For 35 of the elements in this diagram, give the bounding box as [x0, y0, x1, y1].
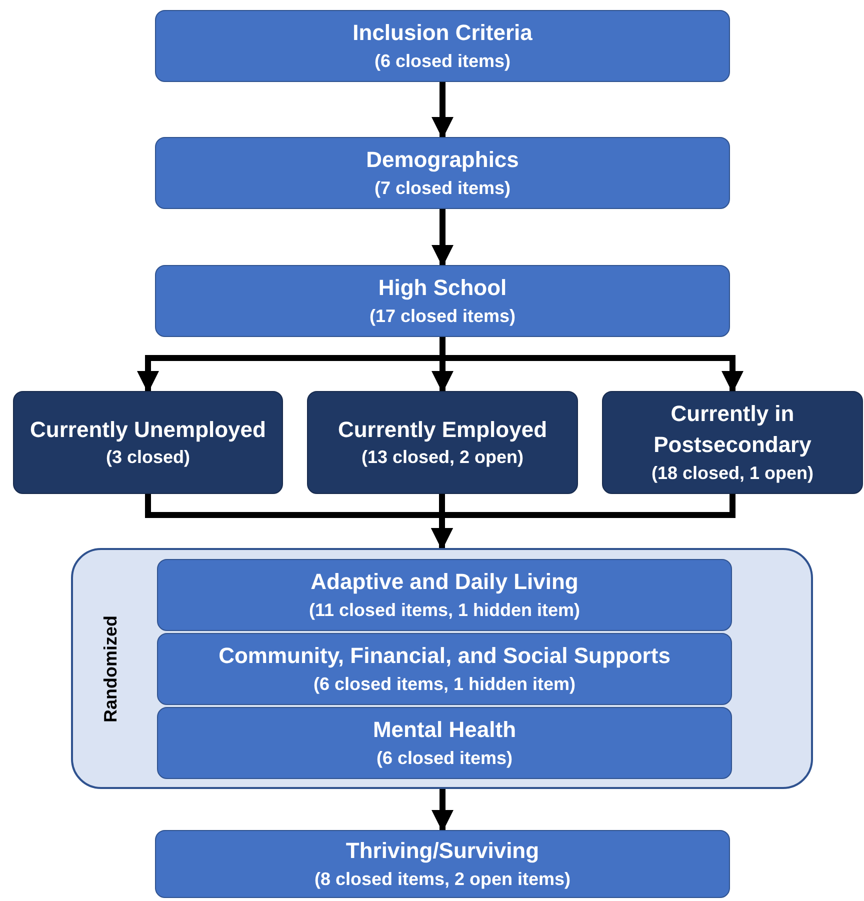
box-title: Mental Health	[372, 716, 516, 744]
item-count: (6 closed items)	[374, 50, 511, 73]
item-count: (7 closed items)	[374, 176, 511, 200]
process-box	[157, 559, 732, 631]
item-count: (6 closed items, 1 hidden item)	[313, 672, 576, 696]
item-count: (13 closed, 2 open)	[361, 446, 524, 470]
item-count: (6 closed items)	[376, 746, 513, 770]
process-box	[155, 137, 730, 209]
item-count: (3 closed)	[106, 446, 190, 470]
process-box	[155, 265, 730, 337]
box-title: Currently Unemployed	[30, 416, 266, 444]
item-count: (11 closed items, 1 hidden item)	[308, 598, 580, 622]
box-title: Currently Employed	[338, 416, 548, 444]
process-box	[155, 830, 730, 898]
box-title: Thriving/Surviving	[346, 837, 540, 865]
process-box	[155, 10, 730, 82]
box-title: Adaptive and Daily Living	[310, 568, 578, 596]
item-count: (17 closed items)	[369, 304, 516, 328]
arrow	[432, 82, 454, 139]
group-panel	[71, 548, 813, 789]
item-count: (18 closed, 1 open)	[651, 462, 814, 485]
item-count: (8 closed items, 2 open items)	[314, 868, 571, 891]
process-box	[157, 633, 732, 705]
arrow	[432, 209, 454, 267]
process-box	[307, 391, 578, 494]
process-box	[157, 707, 732, 779]
arrow	[432, 789, 454, 832]
box-title: Inclusion Criteria	[352, 19, 532, 47]
process-box	[13, 391, 283, 494]
box-title: High School	[378, 274, 507, 302]
group-label: Randomized	[100, 615, 122, 722]
box-title: Currently in Postsecondary	[652, 400, 812, 459]
box-title: Demographics	[366, 146, 519, 174]
process-box	[602, 391, 863, 494]
box-title: Community, Financial, and Social Supports	[218, 642, 670, 670]
